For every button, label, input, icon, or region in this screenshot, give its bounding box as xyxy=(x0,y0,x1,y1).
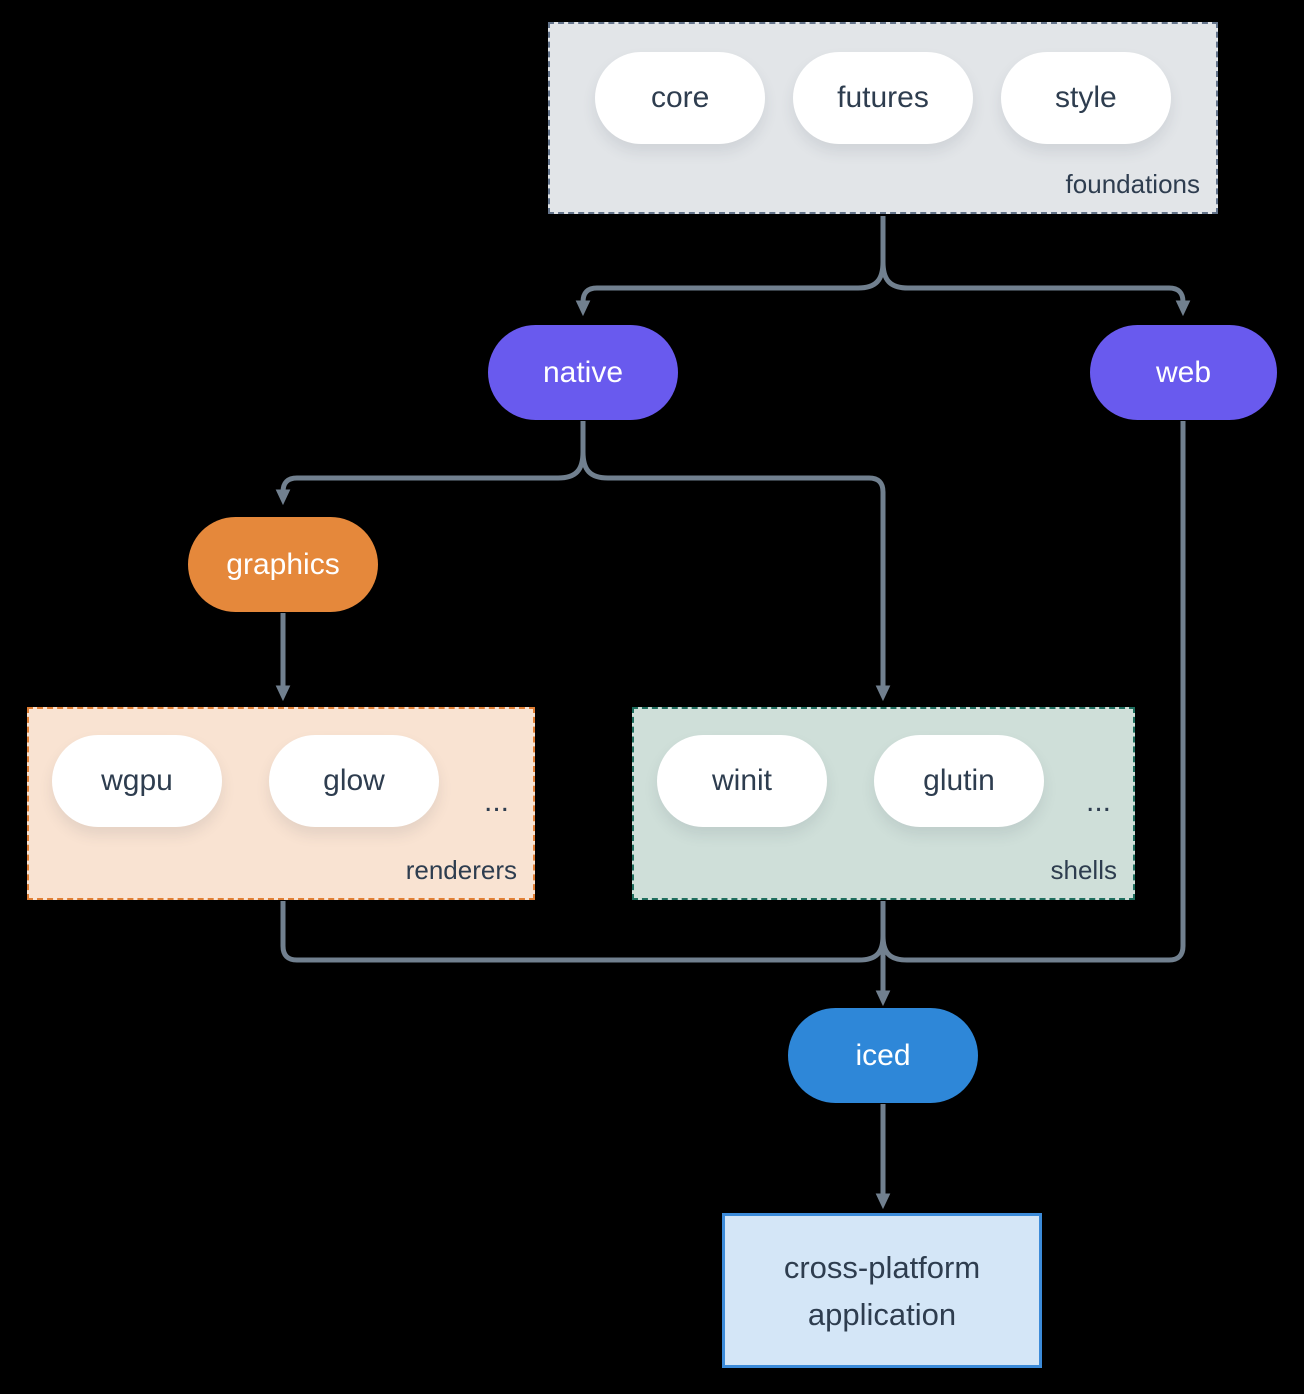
node-wgpu: wgpu xyxy=(52,735,222,827)
node-style: style xyxy=(1000,52,1171,144)
foundations-group-label: foundations xyxy=(1065,169,1200,199)
shells-group-box: winit glutin ... shells xyxy=(632,707,1135,900)
foundations-group-box: core futures style foundations xyxy=(548,22,1218,214)
edge-native-graphics xyxy=(275,451,586,506)
application-label-line2: application xyxy=(807,1296,957,1332)
shells-ellipsis: ... xyxy=(1086,785,1112,818)
node-futures: futures xyxy=(793,52,973,144)
edge-foundations-native xyxy=(575,261,886,317)
shells-group-label: shells xyxy=(1050,855,1117,885)
edge-web-merge xyxy=(880,421,1186,963)
edge-foundations-web xyxy=(880,261,1191,317)
renderers-group-label: renderers xyxy=(405,855,517,885)
renderers-group-box: wgpu glow ... renderers xyxy=(27,707,535,900)
node-glutin: glutin xyxy=(874,735,1044,827)
foundations-pill-row: core futures style xyxy=(550,52,1216,144)
node-winit: winit xyxy=(657,735,827,827)
node-native: native xyxy=(488,325,678,420)
node-web: web xyxy=(1090,325,1277,420)
node-glow: glow xyxy=(269,735,439,827)
node-cross-platform-application: cross-platform application xyxy=(722,1213,1042,1368)
edge-native-shells xyxy=(580,451,891,702)
application-label-line1: cross-platform xyxy=(783,1249,981,1285)
node-iced: iced xyxy=(788,1008,978,1103)
node-graphics: graphics xyxy=(188,517,378,612)
node-core: core xyxy=(595,52,766,144)
renderers-ellipsis: ... xyxy=(484,785,510,818)
edge-renderers-merge xyxy=(280,901,886,963)
